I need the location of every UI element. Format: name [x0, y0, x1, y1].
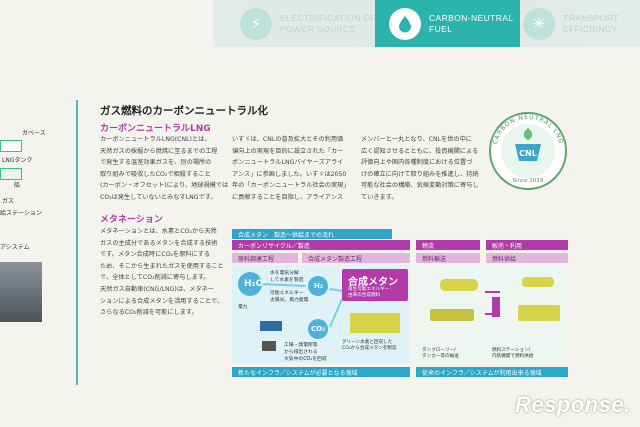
text-line: 年の「カーボンニュートラル社会の実現」: [232, 182, 350, 190]
banner-label-line1: TRANSPORT: [563, 12, 619, 23]
text-line: 天然ガスの採掘から燃焼に至るまでの工程: [100, 147, 218, 155]
text-line: ため、そこから生まれたガスを使用すること: [100, 262, 224, 270]
truck-photo-fragment: [0, 262, 42, 322]
text-line: メンバーと一丸となり、CNLを世の中に: [361, 136, 472, 143]
banner-item-carbon-neutral-fuel: CARBON-NEUTRAL FUEL: [375, 0, 520, 47]
product-title: 合成メタン: [348, 277, 398, 288]
banner-label-line1: CARBON-NEUTRAL: [429, 12, 514, 23]
text-line: メタネーションとは、水素とCO₂から天然: [100, 228, 217, 235]
stub-text: 給ステーション: [0, 210, 42, 217]
note-power: 水を電気分解 して水素を製造: [270, 271, 304, 283]
label-h2: H₂: [314, 282, 323, 290]
diagram-header: 合成メタン 製造～供給までの流れ: [232, 229, 392, 239]
text-line: いすゞは、CNLの普及拡大とその利用価: [232, 136, 344, 143]
band-production: カーボンリサイクル／製造: [232, 240, 410, 250]
text-line: ションによる合成メタンを活用することで、: [100, 297, 224, 305]
text-line: に貢献することを目指し、アライアンス: [232, 193, 344, 201]
note-factory: 工場・発電所等 から排出される 大気中のCO₂を回収: [284, 343, 327, 362]
text-column-methanation: メタネーションとは、水素とCO₂から天然 ガスの主成分であるメタンを合成する技術…: [100, 226, 224, 319]
text-line: 可能な社会の構築、気候変動対策に寄与し: [361, 182, 479, 190]
step-raw: 原料調達工程: [232, 253, 298, 263]
stub-text: ガベース: [22, 130, 46, 137]
text-line: CO₂は発生していないとみなすLNGです。: [100, 193, 217, 201]
station-caption: 燃料ステーション/ 内航機関で燃料供給: [492, 348, 534, 359]
banner-label-line1: ELECTRIFICATION OF: [280, 12, 377, 23]
banner-item-electrification: ⚡ ELECTRIFICATION OF POWER SOURCE: [240, 0, 376, 47]
logo-since-text: Since 2019: [513, 178, 544, 184]
footer-existing-infra: 従来のインフラ／システムが利用出来る領域: [416, 367, 568, 377]
lightning-icon: ⚡: [240, 7, 272, 40]
stub-text: 船: [14, 182, 21, 189]
text-line: 取り組みで吸収したCO₂で相殺すること: [100, 170, 211, 178]
banner-label-line2: EFFICIENCY: [563, 23, 618, 34]
step-make: 合成メタン製造工程: [302, 253, 410, 263]
stub-text: LNGタンク: [2, 157, 33, 164]
step-ship: 燃料輸送: [416, 253, 480, 263]
subtitle-methanation: メタネーション: [100, 215, 163, 225]
truck-caption: タンクローリー/ タンカー等の輸送: [422, 348, 459, 359]
text-line: です。メタン合成時にCO₂を原料にする: [100, 251, 211, 259]
band-logistics: 物流: [416, 240, 480, 250]
banner-label-line2: FUEL: [429, 23, 453, 34]
text-line: ガスの主成分であるメタンを合成する技術: [100, 239, 218, 247]
text-line: ていきます。: [361, 193, 398, 201]
logo-center-text: CNL: [519, 149, 537, 158]
diagram-graphics: [238, 269, 560, 351]
text-line: で、全体としてCO₂削減に寄与します。: [100, 274, 210, 282]
cnl-logo: CARBON NEUTRAL LNG CNL Since 2019: [489, 112, 567, 190]
text-line: 天然ガス自動車(CNG/LNG)は、メタネー: [100, 285, 214, 293]
text-line: 値向上の実現を目的に設立された「カー: [232, 147, 344, 155]
methane-flow-diagram: 合成メタン 製造～供給までの流れ カーボンリサイクル／製造 物流 販売・利用 原…: [230, 229, 570, 383]
product-note: 再生可能エネルギー 由来の合成燃料: [348, 287, 390, 298]
text-line: (カーボン・オフセット)により、地球規模では: [100, 182, 229, 190]
text-line: カーボンニュートラルLNG(CNL)とは、: [100, 136, 211, 143]
banner-item-transport-efficiency: ✳ TRANSPORT EFFICIENCY: [523, 0, 619, 47]
text-column-2: いすゞは、CNLの普及拡大とその利用価 値向上の実現を目的に設立された「カー ボ…: [232, 134, 350, 204]
text-line: アンス」に参画しました。いすゞは2050: [232, 170, 347, 178]
text-line: 広く認知させるとともに、投資機関による: [361, 147, 479, 155]
note-renew: 可能エネルギー 太陽光、風力発電: [270, 291, 309, 303]
label-electricity: 電力: [238, 305, 248, 310]
stub-text: アシステム: [0, 244, 30, 251]
label-h2o: H₂O: [244, 279, 264, 289]
product-bottom-note: グリーン水素と回収した CO₂から合成メタンを製造: [342, 340, 397, 351]
stub-box: [0, 168, 22, 180]
footer-new-infra: 新たなインフラ／システムが必要となる領域: [232, 367, 410, 377]
category-banner: ⚡ ELECTRIFICATION OF POWER SOURCE CARBON…: [213, 0, 640, 47]
text-column-1: カーボンニュートラルLNG(CNL)とは、 天然ガスの採掘から燃焼に至るまでの工…: [100, 134, 228, 204]
subtitle-cnl: カーボンニュートラルLNG: [100, 124, 211, 134]
step-supply: 燃料供給: [486, 253, 568, 263]
text-line: 評価向上や国内各種制度における位置づ: [361, 159, 473, 167]
band-sales: 販売・利用: [486, 240, 568, 250]
label-co2: CO₂: [311, 325, 326, 333]
watermark-logo: Response.: [515, 392, 631, 417]
section-title: ガス燃料のカーボンニュートラル化: [100, 105, 268, 117]
stub-text: ガス: [2, 198, 15, 205]
divider-line: [76, 100, 78, 385]
left-cropped-panel: ガベース LNGタンク 船 ガス 給ステーション アシステム: [0, 120, 70, 320]
network-icon: ✳: [523, 7, 555, 40]
banner-label-line2: POWER SOURCE: [280, 23, 356, 34]
drop-icon: [389, 7, 421, 40]
stub-box: [0, 140, 22, 152]
text-line: で発生する温室効果ガスを、別の場所の: [100, 159, 212, 167]
text-line: さらなるCO₂削減を可能にします。: [100, 309, 198, 317]
text-line: ボンニュートラルLNGバイヤーズアライ: [232, 159, 344, 167]
text-column-3: メンバーと一丸となり、CNLを世の中に 広く認知させるとともに、投資機関による …: [361, 134, 479, 204]
text-line: けの確立に向けて取り組みを推進し、持続: [361, 170, 479, 178]
cup-icon: [515, 144, 541, 161]
